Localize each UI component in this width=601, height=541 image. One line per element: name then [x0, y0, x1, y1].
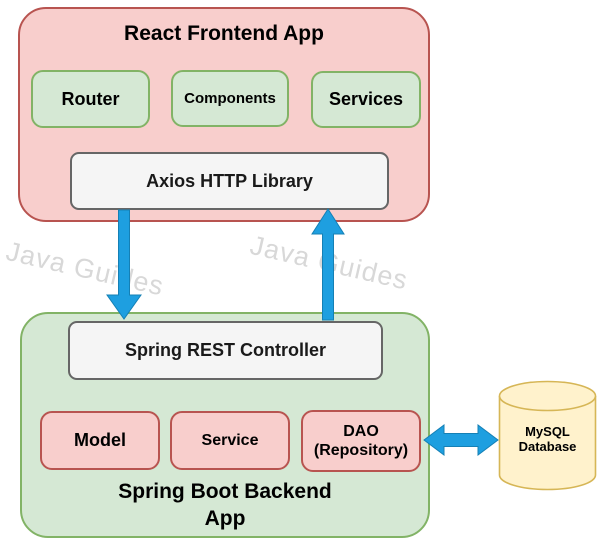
dao-repository-box: DAO (Repository): [301, 410, 421, 472]
components-box: Components: [171, 70, 289, 127]
frontend-title: React Frontend App: [124, 22, 324, 45]
dao-line1: DAO: [343, 423, 379, 440]
backend-title: Spring Boot Backend App: [20, 478, 430, 532]
service-box: Service: [170, 411, 290, 470]
database-label-line1: MySQL: [525, 424, 570, 439]
watermark-java-guides: Java Guides: [3, 236, 167, 302]
watermark-java-guides: Java Guides: [247, 230, 411, 296]
database-cylinder-icon: [498, 380, 597, 491]
model-box: Model: [40, 411, 160, 470]
database-label-line2: Database: [518, 439, 577, 454]
spring-rest-controller-box: Spring REST Controller: [68, 321, 383, 380]
services-box: Services: [311, 71, 421, 128]
database-label: MySQL Database: [498, 424, 597, 454]
dao-line2: (Repository): [313, 442, 409, 459]
router-box: Router: [31, 70, 150, 128]
axios-http-library-box: Axios HTTP Library: [70, 152, 389, 210]
backend-title-text: Spring Boot Backend App: [118, 480, 332, 530]
arrow-backend-database-bidirectional: [423, 424, 499, 456]
